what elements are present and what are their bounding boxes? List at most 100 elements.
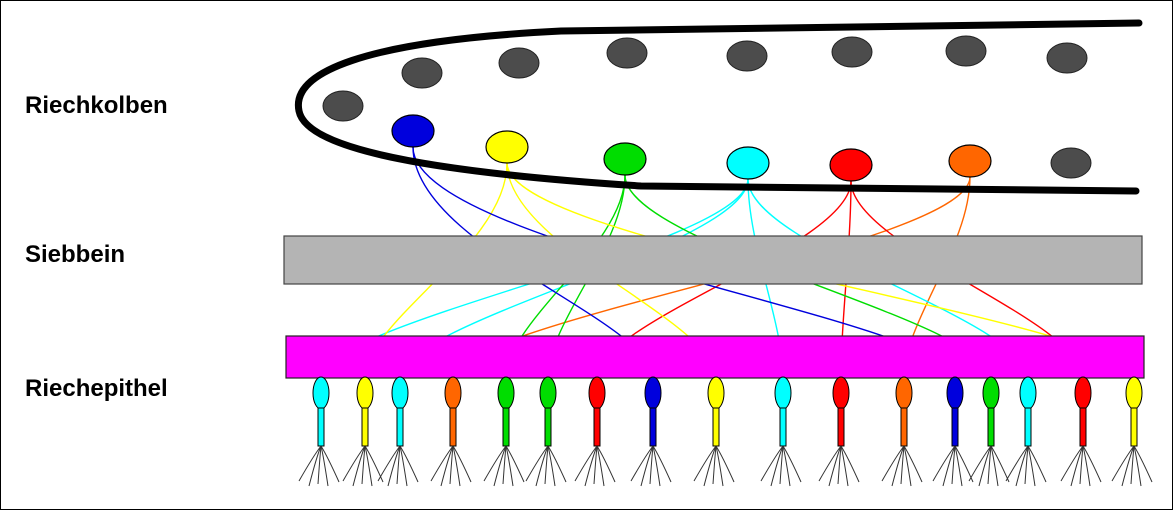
receptor-neuron-cyan xyxy=(298,376,340,487)
neuron-dendrite xyxy=(1079,407,1087,447)
glomerulus-cyan xyxy=(726,146,770,180)
glomerulus-yellow xyxy=(485,130,529,164)
receptor-neuron-orange xyxy=(881,376,923,487)
neuron-dendrite xyxy=(712,407,720,447)
glomerulus-orange xyxy=(948,144,992,178)
neuron-cilium xyxy=(891,445,905,487)
neuron-cilium xyxy=(377,445,401,482)
neuron-cilium xyxy=(828,445,842,487)
glomerulus-idle xyxy=(498,47,540,79)
receptor-neuron-blue xyxy=(630,376,672,487)
neuron-cilium xyxy=(596,445,616,483)
neuron-soma xyxy=(895,376,913,410)
receptor-neuron-green xyxy=(968,376,1010,487)
neuron-cilium xyxy=(990,445,999,487)
neuron-cilium xyxy=(903,445,923,483)
neuron-dendrite xyxy=(544,407,552,447)
receptor-neuron-orange xyxy=(430,376,472,487)
neuron-dendrite xyxy=(1024,407,1032,447)
neuron-cilium xyxy=(712,445,717,485)
neuron-cilium xyxy=(987,445,992,485)
neuron-dendrite xyxy=(317,407,325,447)
neuron-cilium xyxy=(693,445,717,482)
neuron-cilium xyxy=(430,445,454,482)
neuron-soma xyxy=(1074,376,1092,410)
neuron-cilium xyxy=(782,445,791,487)
glomerulus-idle xyxy=(945,35,987,67)
glomerulus-idle xyxy=(1046,42,1088,74)
neuron-soma xyxy=(391,376,409,410)
neuron-cilium xyxy=(308,445,322,487)
neuron-cilium xyxy=(1130,445,1135,485)
neuron-cilium xyxy=(1070,445,1084,487)
neuron-cilium xyxy=(320,445,329,487)
neuron-cilium xyxy=(317,445,322,485)
glomerulus-idle xyxy=(606,37,648,69)
neuron-dendrite xyxy=(987,407,995,447)
neuron-cilium xyxy=(342,445,366,482)
neuron-dendrite xyxy=(779,407,787,447)
neuron-cilium xyxy=(547,445,567,483)
neuron-cilium xyxy=(1024,445,1029,485)
receptor-neuron-yellow xyxy=(342,376,384,487)
neuron-soma xyxy=(588,376,606,410)
neuron-cilium xyxy=(1005,445,1029,482)
neuron-cilium xyxy=(1015,445,1029,487)
epithelium-bar xyxy=(285,335,1145,379)
neuron-dendrite xyxy=(361,407,369,447)
bulb-outline xyxy=(294,19,1143,195)
glomerulus-idle xyxy=(322,90,364,122)
neuron-cilium xyxy=(1027,445,1036,487)
neuron-cilium xyxy=(652,445,672,483)
neuron-cilium xyxy=(954,445,963,487)
neuron-cilium xyxy=(399,445,408,487)
neuron-cilium xyxy=(387,445,401,487)
neuron-cilium xyxy=(954,445,974,483)
glomerulus-idle xyxy=(831,36,873,68)
receptor-neuron-red xyxy=(1060,376,1102,487)
epithelium-layer xyxy=(285,335,1145,379)
neuron-cilium xyxy=(770,445,784,487)
neuron-cilium xyxy=(449,445,454,485)
neuron-cilium xyxy=(715,445,724,487)
neuron-cilium xyxy=(837,445,842,485)
receptor-neuron-layer xyxy=(298,376,1153,487)
receptor-neuron-cyan xyxy=(760,376,802,487)
neuron-soma xyxy=(707,376,725,410)
neuron-soma xyxy=(444,376,462,410)
glomerulus-green xyxy=(603,142,647,176)
neuron-cilium xyxy=(452,445,461,487)
neuron-soma xyxy=(774,376,792,410)
neuron-cilium xyxy=(881,445,905,482)
neuron-dendrite xyxy=(502,407,510,447)
neuron-cilium xyxy=(505,445,525,483)
neuron-cilium xyxy=(352,445,366,487)
neuron-cilium xyxy=(990,445,1010,483)
siebbein-bar xyxy=(283,235,1143,285)
neuron-cilium xyxy=(584,445,598,487)
bone-layer xyxy=(283,235,1143,285)
neuron-cilium xyxy=(493,445,507,487)
neuron-cilium xyxy=(547,445,556,487)
label-siebbein: Siebbein xyxy=(25,241,126,268)
neuron-cilium xyxy=(452,445,472,483)
neuron-cilium xyxy=(1121,445,1135,487)
neuron-cilium xyxy=(782,445,802,483)
neuron-cilium xyxy=(502,445,507,485)
glomerulus-idle xyxy=(1050,147,1092,179)
glomerulus-idle xyxy=(401,57,443,89)
receptor-neuron-green xyxy=(525,376,567,487)
neuron-cilium xyxy=(978,445,992,487)
neuron-cilium xyxy=(715,445,735,483)
neuron-cilium xyxy=(1111,445,1135,482)
neuron-cilium xyxy=(1060,445,1084,482)
neuron-dendrite xyxy=(449,407,457,447)
neuron-cilium xyxy=(840,445,860,483)
neuron-soma xyxy=(644,376,662,410)
neuron-cilium xyxy=(1133,445,1153,483)
neuron-cilium xyxy=(900,445,905,485)
neuron-cilium xyxy=(298,445,322,482)
neuron-soma xyxy=(497,376,515,410)
neuron-cilium xyxy=(1079,445,1084,485)
